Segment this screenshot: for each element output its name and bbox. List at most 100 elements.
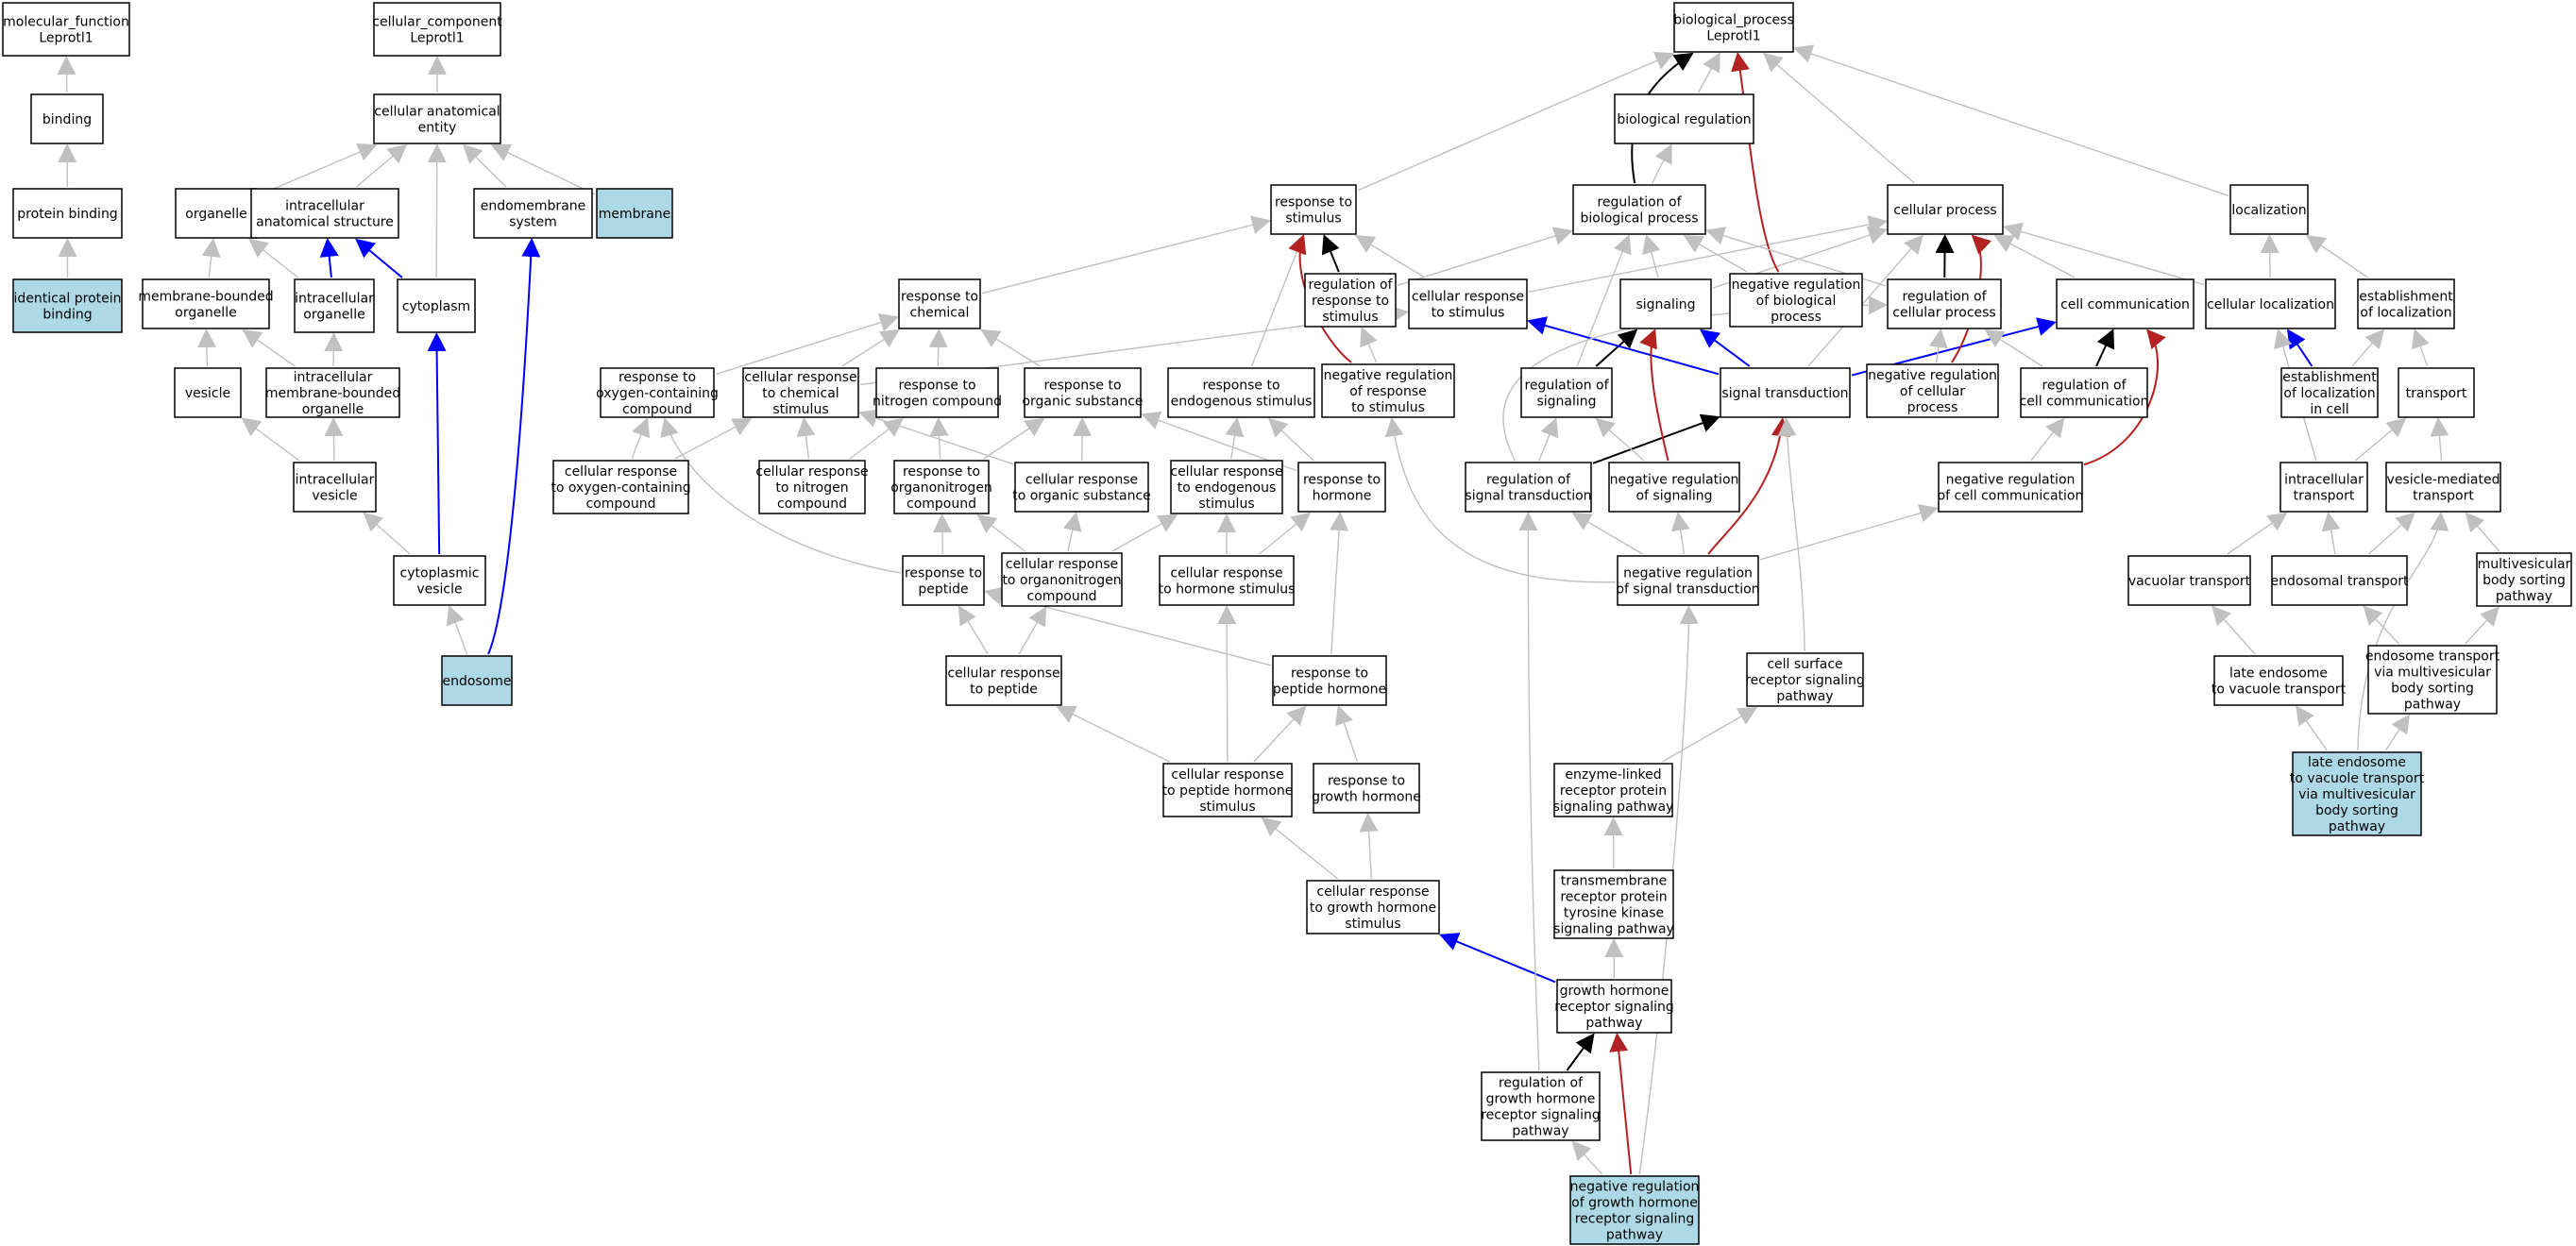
go-term-bind[interactable]: binding (30, 93, 104, 144)
go-term-loc[interactable]: localization (2229, 184, 2309, 235)
edge-is-a-rh-to-res (1267, 417, 1314, 462)
go-term-cl[interactable]: cellular localization (2205, 278, 2336, 329)
go-term-mem[interactable]: membrane (596, 188, 673, 239)
go-term-tr[interactable]: transport (2398, 367, 2475, 418)
node-label-line: receptor signaling (1745, 673, 1865, 688)
edge-part-of-ghrsp-to-crghs (1439, 933, 1556, 984)
edge-is-a-nrst-to-nrcc (1759, 504, 1939, 561)
edge-is-a-crphs-to-crhs (1217, 605, 1237, 763)
node-label-line: growth hormone (1312, 790, 1421, 805)
go-term-st[interactable]: signal transduction (1720, 367, 1851, 418)
node-box (1313, 763, 1420, 814)
go-term-cp[interactable]: cellular process (1887, 184, 2004, 235)
go-term-sig[interactable]: signaling (1619, 278, 1712, 329)
node-box (2385, 462, 2501, 513)
node-label-line: oxygen-containing (596, 386, 719, 401)
edge-is-a-rtc-to-rts (981, 215, 1271, 295)
edge-is-a-breg-to-bp (1698, 52, 1720, 93)
node-label-line: membrane-bounded (138, 290, 273, 305)
node-label-line: Leprotl1 (1706, 29, 1760, 44)
go-term-cc2[interactable]: cell communication (2056, 278, 2195, 329)
go-term-pbind[interactable]: protein binding (12, 188, 123, 239)
edge-is-a-nrghrsp-to-rghrsp (1571, 1140, 1603, 1175)
go-term-vt[interactable]: vacuolar transport (2127, 555, 2251, 606)
node-label-line: regulation of (1902, 290, 1987, 305)
go-term-cyto[interactable]: cytoplasm (397, 278, 476, 333)
node-label-line: response to (1291, 666, 1368, 682)
node-box (373, 2, 501, 57)
go-term-ves[interactable]: vesicle (174, 367, 242, 418)
node-label-line: cellular response (755, 464, 868, 480)
go-term-et[interactable]: endosomal transport (2270, 555, 2409, 606)
go-term-breg[interactable]: biological regulation (1614, 93, 1754, 144)
edge-is-a-crghs-to-rgh (1359, 813, 1379, 880)
node-label-line: cellular response (1170, 566, 1282, 581)
edge-is-a-cc2-to-cp (1993, 235, 2076, 278)
go-term-endo[interactable]: endosome (441, 655, 513, 706)
node-label-line: organelle (175, 306, 236, 321)
edge-is-a-crocc-to-crcs (674, 418, 753, 460)
go-term-org[interactable]: organelle (175, 188, 258, 239)
